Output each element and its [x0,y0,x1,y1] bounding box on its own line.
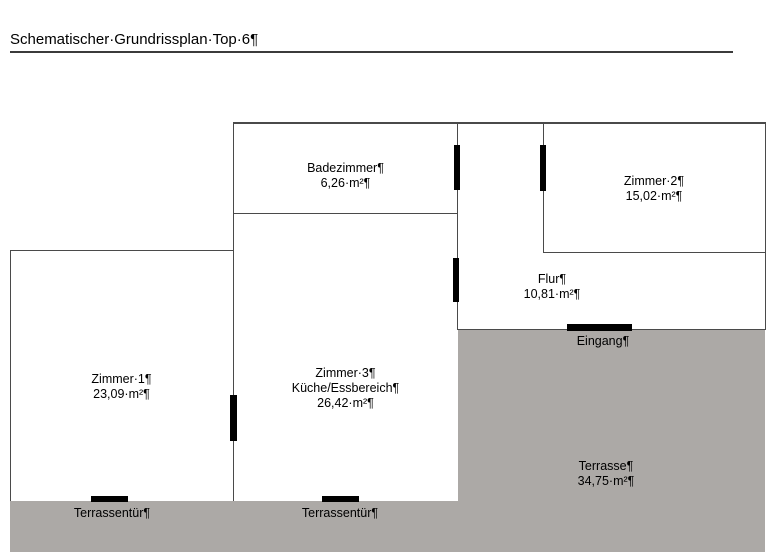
room-name: Zimmer·2¶ [623,174,685,188]
room-area: 15,02·m²¶ [625,189,683,203]
room-subtitle: Küche/Essbereich¶ [291,381,400,395]
room-name: Badezimmer¶ [307,161,384,175]
wall-zimmer1-left [10,250,12,501]
room-area: 26,42·m²¶ [317,396,374,410]
door-mark-terrassentuer-mitte [322,496,359,502]
room-name: Zimmer·1¶ [91,372,152,386]
wall-outer-top [233,122,766,124]
wall-zimmer2-bottom [542,252,766,254]
label-terrassentuer-links: Terrassentür¶ [32,506,192,521]
room-label-badezimmer: Badezimmer¶ 6,26·m²¶ [233,161,458,191]
label-terrassentuer-mitte: Terrassentür¶ [260,506,420,521]
wall-left-spine [233,122,235,501]
room-label-flur: Flur¶ 10,81·m²¶ [457,272,647,302]
door-mark-zimmer1 [230,395,237,441]
door-mark-terrassentuer-links [91,496,128,502]
room-area: 6,26·m²¶ [320,176,371,190]
door-label: Terrassentür¶ [301,506,379,520]
door-mark-badezimmer [454,145,460,190]
room-area: 10,81·m²¶ [523,287,581,301]
wall-corridor-left [457,122,459,330]
room-label-zimmer3: Zimmer·3¶ Küche/Essbereich¶ 26,42·m²¶ [233,366,458,411]
door-mark-eingang [567,324,632,331]
door-mark-zimmer2 [540,145,546,191]
room-label-zimmer1: Zimmer·1¶ 23,09·m²¶ [10,372,233,402]
door-mark-flur [453,258,459,302]
document-title: Schematischer·Grundrissplan·Top·6¶ [10,31,259,48]
wall-zimmer1-top [10,250,233,252]
room-area: 23,09·m²¶ [93,387,150,401]
label-eingang: Eingang¶ [543,334,663,349]
wall-outer-right [764,122,766,330]
terrace-area-strip [10,501,458,552]
room-name: Zimmer·3¶ [315,366,376,380]
door-label: Terrassentür¶ [73,506,151,520]
door-label: Eingang¶ [576,334,630,348]
room-name: Terrasse¶ [578,459,634,473]
terrace-area-main [458,330,765,552]
wall-badezimmer-bottom [233,213,458,215]
room-label-terrasse: Terrasse¶ 34,75·m²¶ [458,459,754,489]
room-label-zimmer2: Zimmer·2¶ 15,02·m²¶ [543,174,765,204]
title-underline [10,51,733,53]
room-name: Flur¶ [537,272,567,286]
room-area: 34,75·m²¶ [577,474,635,488]
